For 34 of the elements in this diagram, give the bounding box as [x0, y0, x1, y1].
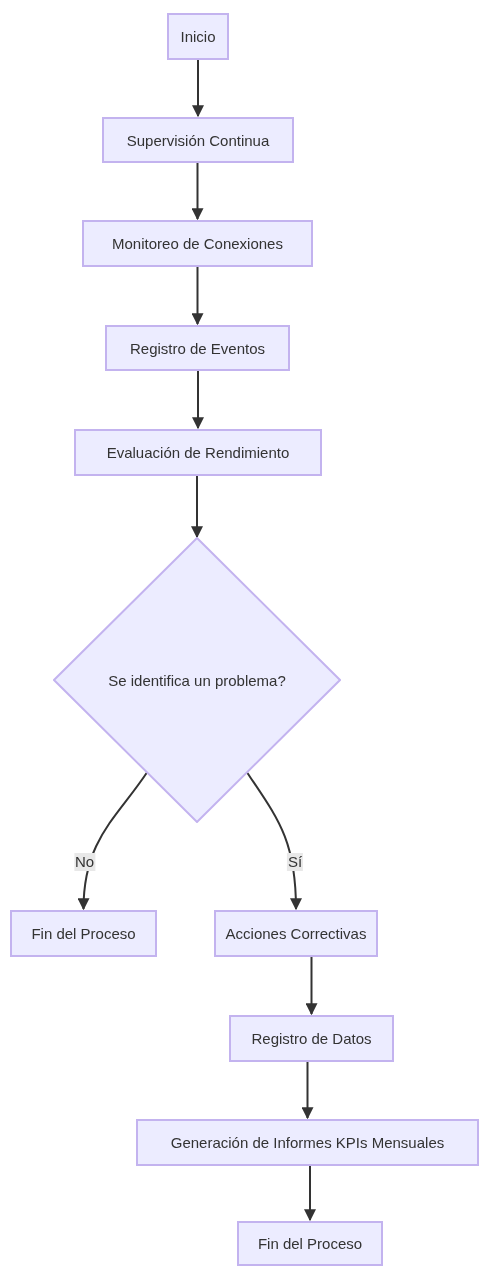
arrow — [191, 162, 204, 221]
arrow — [305, 956, 318, 1016]
decision-label: Se identifica un problema? — [108, 671, 286, 689]
arrow — [304, 1165, 316, 1222]
step-label: Registro de Datos — [251, 1030, 372, 1047]
process-box — [214, 910, 378, 957]
step-label: Acciones Correctivas — [225, 925, 367, 942]
arrow — [77, 771, 148, 911]
edge-label: No — [73, 853, 96, 871]
process-box — [136, 1119, 479, 1166]
step-label: Fin del Proceso — [257, 1235, 363, 1252]
process-box — [229, 1015, 394, 1062]
step-label: Evaluación de Rendimiento — [106, 444, 290, 461]
process-box — [74, 429, 322, 476]
process-box — [167, 13, 229, 60]
decision-diamond — [53, 537, 341, 823]
process-box — [105, 325, 290, 371]
process-box — [237, 1221, 383, 1266]
process-box — [102, 117, 294, 163]
step-label: Inicio — [180, 28, 216, 45]
process-box — [10, 910, 157, 957]
arrow — [192, 370, 204, 430]
edge-label: Sí — [286, 853, 304, 871]
arrow — [246, 771, 302, 911]
step-label: Registro de Eventos — [129, 339, 266, 357]
step-label: Fin del Proceso — [31, 925, 136, 942]
arrow — [192, 59, 204, 118]
arrow — [191, 475, 203, 539]
step-label: Generación de Informes KPIs Mensuales — [170, 1134, 445, 1151]
arrow — [301, 1061, 314, 1120]
arrow — [191, 266, 204, 326]
step-label: Supervisión Continua — [126, 131, 270, 149]
step-label: Monitoreo de Conexiones — [112, 235, 283, 252]
process-box — [82, 220, 313, 267]
